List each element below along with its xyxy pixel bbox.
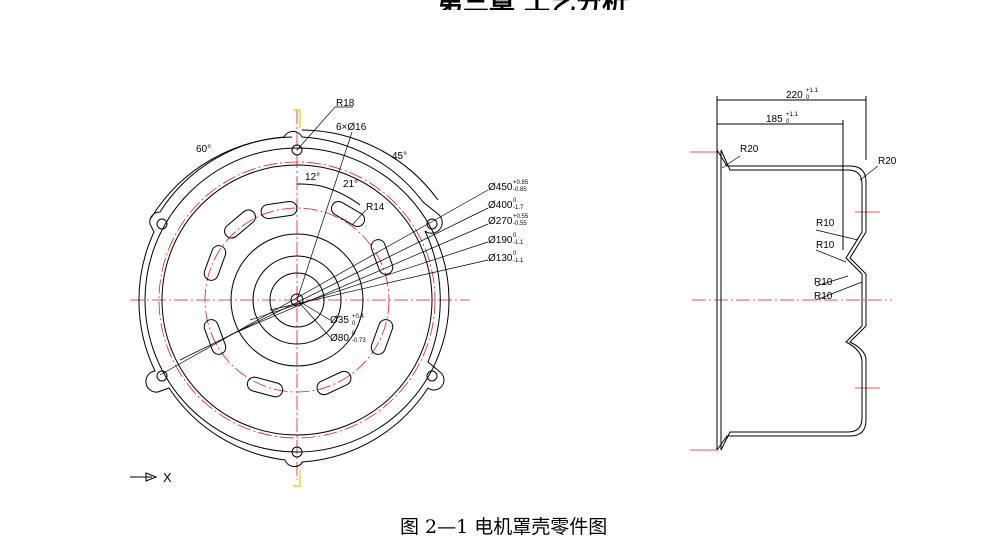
dim-220: 220 <box>786 90 803 101</box>
ring-450 <box>144 147 450 453</box>
dim-d270-upper: +0.55 <box>513 214 529 220</box>
ring-130 <box>252 255 342 345</box>
label-holes: 6×Ø16 <box>336 122 367 133</box>
front-view-text: R18 6×Ø16 60° 45° 12° 21° R14 Ø450 +0.85… <box>196 98 529 344</box>
side-profile-outer <box>716 138 867 451</box>
dim-d450-lower: -0.85 <box>513 187 527 193</box>
angle-12-arc <box>296 183 322 187</box>
label-r10-3: R10 <box>814 277 833 288</box>
angle-60-arc <box>150 136 293 219</box>
ring-400 <box>161 164 433 436</box>
dim-d400: Ø400 <box>488 200 513 211</box>
centerlines <box>130 110 470 480</box>
dim-d270: Ø270 <box>488 216 513 227</box>
label-r10-4: R10 <box>814 291 833 302</box>
dim-185: 185 <box>766 114 783 125</box>
angle-21-arc <box>320 185 361 206</box>
slot-pitch-circle <box>204 207 390 393</box>
dim-d400-upper: 0 <box>513 198 517 204</box>
ventilation-slots <box>203 200 394 398</box>
bolt-circle <box>158 161 436 439</box>
dim-d80-lower: -0.73 <box>352 338 366 344</box>
axis-label-x: X <box>163 470 172 485</box>
label-r20-outer: R20 <box>878 156 897 167</box>
dim-d80-upper: 0 <box>352 331 356 337</box>
dim-d190-upper: 0 <box>513 233 517 239</box>
diameter-leaders <box>159 106 489 376</box>
dim-d190-lower: -1.1 <box>513 240 524 246</box>
label-angle-45: 45° <box>392 151 407 162</box>
dim-d270-lower: -0.55 <box>513 221 527 227</box>
dim-d450: Ø450 <box>488 182 513 193</box>
dim-185-upper: +1.1 <box>786 112 799 118</box>
dim-d130-upper: 0 <box>513 251 517 257</box>
side-view-text: 220 +1.1 0 185 +1.1 0 R20 R20 R10 R10 R1… <box>740 88 897 302</box>
dim-d190: Ø190 <box>488 235 513 246</box>
front-view <box>130 106 489 487</box>
label-r14: R14 <box>366 202 385 213</box>
dim-d35-lower: 0 <box>352 321 356 327</box>
dim-220-lower: 0 <box>806 95 810 101</box>
axis-markers <box>293 109 301 487</box>
angle-45-arc <box>301 129 439 201</box>
dim-185-lower: 0 <box>786 119 790 125</box>
label-r10-2: R10 <box>816 240 835 251</box>
dim-d130-lower: -1.1 <box>513 258 524 264</box>
dim-d450-upper: +0.85 <box>513 180 529 186</box>
label-r10-1: R10 <box>816 218 835 229</box>
axis-indicator: X <box>130 470 172 485</box>
label-r20-inner: R20 <box>740 144 759 155</box>
side-profile-inner <box>720 149 863 451</box>
label-angle-21: 21° <box>343 179 358 190</box>
dim-d130: Ø130 <box>488 253 513 264</box>
dim-d80: Ø80 <box>330 333 349 344</box>
label-angle-60: 60° <box>196 144 211 155</box>
dim-d400-lower: -1.7 <box>513 205 524 211</box>
side-view <box>690 96 892 451</box>
ring-80 <box>269 272 325 328</box>
dim-d35-upper: +0.4 <box>352 314 365 320</box>
dim-220-upper: +1.1 <box>806 88 819 94</box>
ring-190 <box>230 233 364 367</box>
mounting-holes <box>156 144 438 458</box>
label-angle-12: 12° <box>305 172 320 183</box>
page-title: 第三章 工艺分析 <box>437 0 697 10</box>
dim-d35: Ø35 <box>330 315 349 326</box>
label-r18: R18 <box>336 98 355 109</box>
figure-caption: 图 2—1 电机罩壳零件图 <box>400 516 608 538</box>
leader-holes <box>296 131 353 301</box>
outer-flange-outline <box>138 130 445 467</box>
